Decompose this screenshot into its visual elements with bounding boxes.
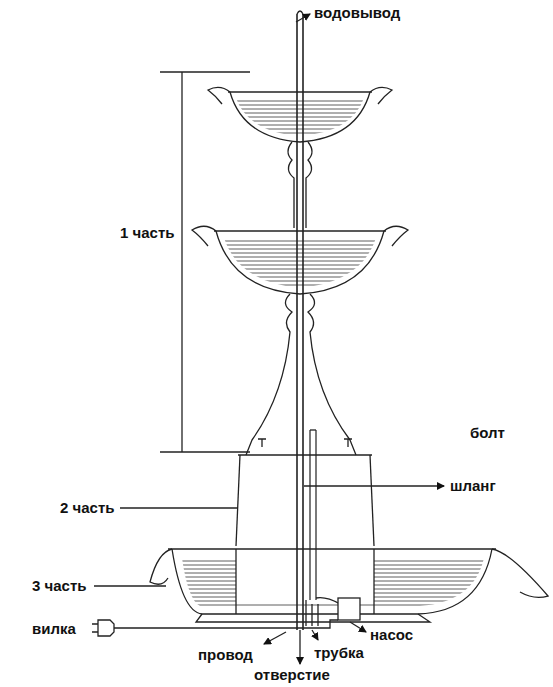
hose-label: шланг bbox=[448, 477, 498, 495]
part-label: 1 часть bbox=[118, 224, 176, 242]
part-label: 3 часть bbox=[30, 577, 88, 595]
bolt-label: болт bbox=[468, 424, 507, 442]
tube-label: трубка bbox=[312, 644, 366, 662]
pump-label: насос bbox=[368, 626, 415, 644]
outlet-label: водовывод bbox=[312, 4, 402, 22]
plug-label: вилка bbox=[30, 620, 78, 638]
part-label: 2 часть bbox=[58, 499, 116, 517]
hole-label: отверстие bbox=[252, 666, 332, 684]
wire-label: провод bbox=[196, 646, 255, 664]
